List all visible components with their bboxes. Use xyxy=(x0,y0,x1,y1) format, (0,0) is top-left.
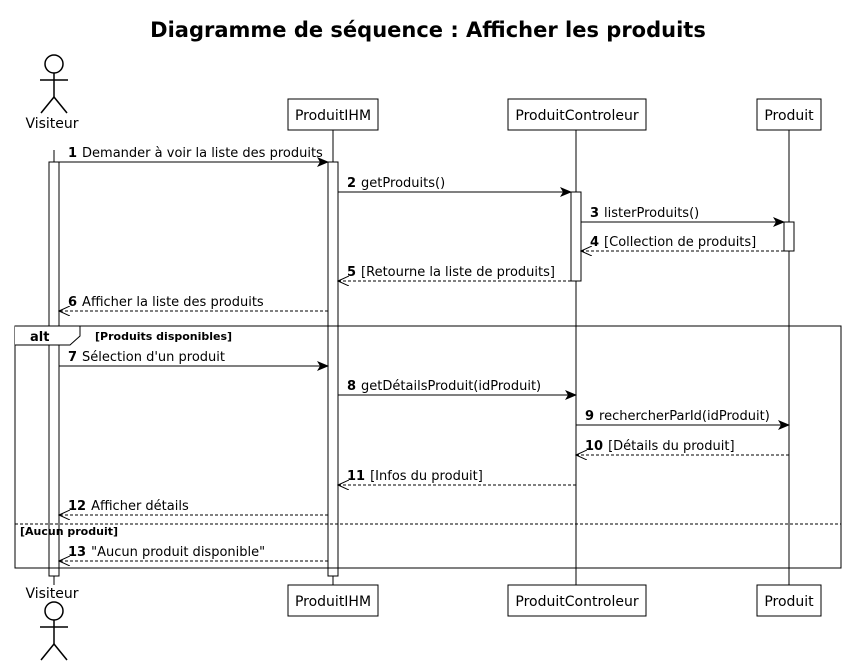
message-label: 12 Afficher détails xyxy=(68,499,189,514)
participant-label: Visiteur xyxy=(25,116,78,132)
participant-produitcontroleur-bottom: ProduitControleur xyxy=(507,584,647,617)
message-number: 2 xyxy=(347,176,356,191)
participant-label: ProduitIHM xyxy=(295,108,371,124)
alt-tab xyxy=(15,325,81,346)
alt-keyword: alt xyxy=(30,330,49,345)
activation-visiteur xyxy=(48,161,60,577)
message-8: 8 getDétailsProduit(idProduit) xyxy=(338,379,577,400)
message-label: 6 Afficher la liste des produits xyxy=(68,295,264,310)
message-label: 8 getDétailsProduit(idProduit) xyxy=(347,379,541,394)
message-number: 9 xyxy=(585,409,594,424)
participant-label: Produit xyxy=(764,594,814,610)
message-5: 5 [Retourne la liste de produits] xyxy=(338,265,571,281)
message-text: Sélection d'un produit xyxy=(82,350,225,365)
message-number: 7 xyxy=(68,350,77,365)
message-number: 1 xyxy=(68,146,77,161)
message-12: 12 Afficher détails xyxy=(59,499,328,515)
message-3: 3 listerProduits() xyxy=(581,206,785,227)
message-label: 1 Demander à voir la liste des produits xyxy=(68,146,323,161)
message-label: 3 listerProduits() xyxy=(590,206,699,221)
message-text: rechercherParId(idProduit) xyxy=(599,409,770,424)
message-number: 3 xyxy=(590,206,599,221)
alt-guard-2: [Aucun produit] xyxy=(20,525,118,538)
message-text: Afficher la liste des produits xyxy=(82,295,264,310)
message-2: 2 getProduits() xyxy=(338,176,572,197)
message-number: 6 xyxy=(68,295,77,310)
participant-label: Visiteur xyxy=(25,586,78,602)
participant-label: Produit xyxy=(764,108,814,124)
message-text: getDétailsProduit(idProduit) xyxy=(361,379,541,394)
participant-produitcontroleur-top: ProduitControleur xyxy=(507,98,647,131)
message-number: 4 xyxy=(590,235,599,250)
participant-visiteur-top: Visiteur xyxy=(25,54,79,132)
diagram-title: Diagramme de séquence : Afficher les pro… xyxy=(150,18,706,42)
message-text: [Détails du produit] xyxy=(608,439,734,454)
message-label: 7 Sélection d'un produit xyxy=(68,350,225,365)
actor-icon xyxy=(44,601,64,621)
message-text: listerProduits() xyxy=(604,206,699,221)
message-1: 1 Demander à voir la liste des produits xyxy=(59,146,329,167)
message-text: getProduits() xyxy=(361,176,445,191)
alt-frame xyxy=(14,325,842,569)
message-label: 13 "Aucun produit disponible" xyxy=(68,545,265,560)
actor-icon xyxy=(44,54,64,74)
participant-visiteur-bottom: Visiteur xyxy=(25,586,79,661)
message-number: 13 xyxy=(68,545,86,560)
alt-fragment: alt [Produits disponibles] [Aucun produi… xyxy=(14,325,842,569)
message-7: 7 Sélection d'un produit xyxy=(59,350,329,371)
participant-produit-top: Produit xyxy=(756,98,822,131)
participant-produitihm-bottom: ProduitIHM xyxy=(287,584,379,617)
activation-produitihm xyxy=(327,161,339,577)
message-11: 11 [Infos du produit] xyxy=(338,469,576,485)
message-number: 5 xyxy=(347,265,356,280)
participant-label: ProduitControleur xyxy=(515,108,638,124)
message-10: 10 [Détails du produit] xyxy=(576,439,789,455)
participant-produitihm-top: ProduitIHM xyxy=(287,98,379,131)
message-label: 10 [Détails du produit] xyxy=(585,439,735,454)
message-text: [Retourne la liste de produits] xyxy=(361,265,555,280)
message-number: 8 xyxy=(347,379,356,394)
message-label: 9 rechercherParId(idProduit) xyxy=(585,409,770,424)
message-number: 11 xyxy=(347,469,365,484)
message-label: 5 [Retourne la liste de produits] xyxy=(347,265,555,280)
participant-label: ProduitIHM xyxy=(295,594,371,610)
message-text: "Aucun produit disponible" xyxy=(91,545,265,560)
message-label: 4 [Collection de produits] xyxy=(590,235,756,250)
participant-produit-bottom: Produit xyxy=(756,584,822,617)
message-9: 9 rechercherParId(idProduit) xyxy=(576,409,790,430)
activation-produit xyxy=(783,221,795,252)
message-text: Afficher détails xyxy=(91,499,189,514)
message-text: [Infos du produit] xyxy=(370,469,483,484)
message-text: Demander à voir la liste des produits xyxy=(82,146,323,161)
message-label: 11 [Infos du produit] xyxy=(347,469,483,484)
message-number: 12 xyxy=(68,499,86,514)
message-13: 13 "Aucun produit disponible" xyxy=(59,545,328,561)
activation-produitcontroleur xyxy=(570,191,582,282)
message-text: [Collection de produits] xyxy=(604,235,756,250)
message-4: 4 [Collection de produits] xyxy=(581,235,784,251)
message-6: 6 Afficher la liste des produits xyxy=(59,295,328,311)
message-number: 10 xyxy=(585,439,603,454)
message-label: 2 getProduits() xyxy=(347,176,445,191)
participant-label: ProduitControleur xyxy=(515,594,638,610)
alt-guard-1: [Produits disponibles] xyxy=(95,330,232,343)
